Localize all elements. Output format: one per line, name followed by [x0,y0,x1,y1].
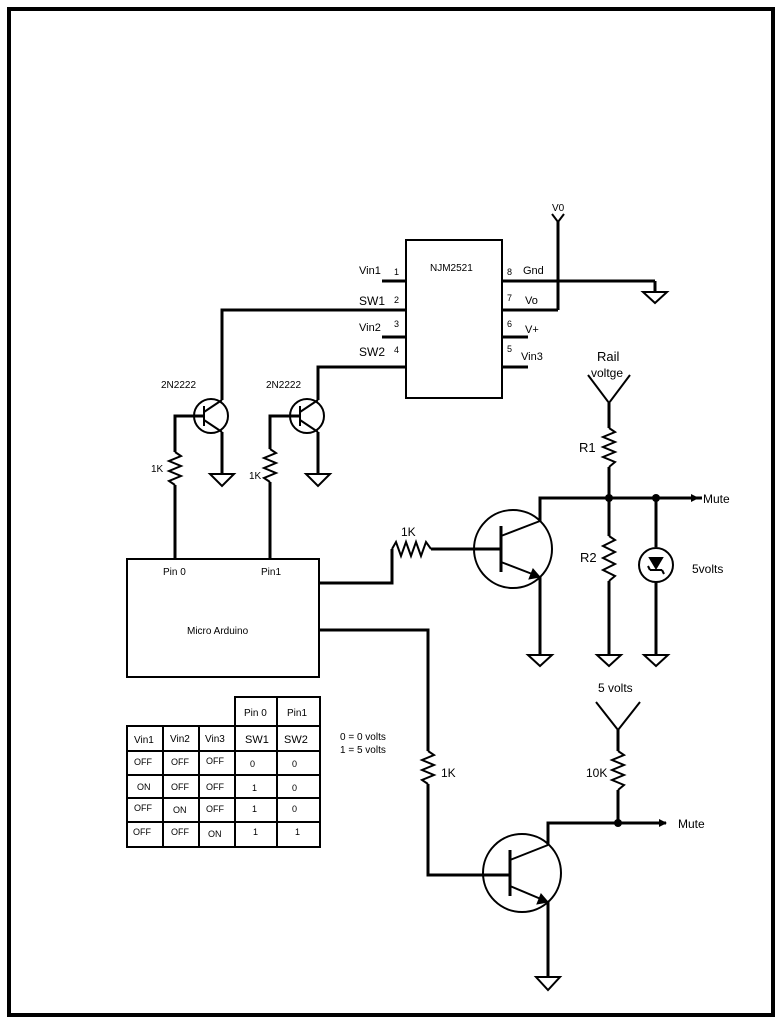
table-cell: 1 [253,827,258,837]
mute-transistor-bottom-icon [482,833,562,913]
table-legend: 0 = 0 volts [340,732,386,743]
ic-pin-8-label: Gnd [523,265,544,277]
ic-pin-3-label: Vin2 [359,322,381,334]
arduino-pin1-label: Pin1 [261,567,281,578]
ic-name: NJM2521 [430,263,473,274]
r2-resistor-icon [600,535,618,582]
r-low-base-icon [419,750,437,785]
ic-njm2521-body [405,239,503,399]
truth-table-grid [126,696,321,848]
mute-top-label: Mute [703,492,730,506]
rail-label-line1: Rail [597,349,620,364]
table-cell: OFF [171,757,189,767]
ic-pin-3-num: 3 [394,319,399,329]
ic-pin-6-num: 6 [507,319,512,329]
q1-base-wire [173,414,204,452]
table-group-header: Pin 0 [244,708,267,719]
table-cell: OFF [134,803,152,813]
table-legend: 1 = 5 volts [340,745,386,756]
table-cell: 0 [292,759,297,769]
r-q1-base-icon [166,451,184,486]
table-header: Vin3 [205,734,225,745]
mute-bottom-label: Mute [678,817,705,831]
five-volts-source-icon [595,701,641,732]
ic-pin-7-num: 7 [507,293,512,303]
ground-icon [303,473,333,488]
table-cell: 1 [252,804,257,814]
ic-pin-1-num: 1 [394,267,399,277]
ground-icon [525,654,555,668]
arduino-name: Micro Arduino [187,626,249,637]
r-mid-base-icon [391,539,432,559]
v0-arrow-icon [551,213,565,224]
junction-dot [614,819,622,827]
table-header: SW1 [245,734,269,746]
rail-label-line2: voltge [591,366,623,380]
r-mid-base-label: 1K [401,525,416,539]
table-cell: 0 [250,759,255,769]
table-cell: ON [173,805,187,815]
ground-icon [207,473,237,488]
table-cell: OFF [133,827,151,837]
r2-label: R2 [580,550,597,565]
v0-label: V0 [552,203,565,214]
ground-icon [594,654,624,668]
ground-icon [641,654,671,668]
table-cell: ON [137,782,151,792]
r1-label: R1 [579,440,596,455]
table-cell: 0 [292,804,297,814]
table-header: SW2 [284,734,308,746]
ground-icon [640,291,670,305]
arduino-box [126,558,320,678]
ic-pin-5-label: Vin3 [521,351,543,363]
ic-pin-7-label: Vo [525,295,538,307]
arduino-mute-wire [319,549,394,585]
table-cell: OFF [206,756,224,766]
r-10k-label: 10K [586,766,607,780]
mute-transistor-top-icon [473,509,553,589]
table-header: Vin1 [134,735,154,746]
q1-type-label: 2N2222 [161,380,196,391]
ic-pin-8-num: 8 [507,267,512,277]
table-group-header: Pin1 [287,708,307,719]
table-cell: 1 [252,783,257,793]
zener-label: 5volts [692,562,723,576]
ic-pin-6-label: V+ [525,324,539,336]
ground-icon [533,976,563,992]
ic-pin-1-label: Vin1 [359,265,381,277]
ic-pin-4-label: SW2 [359,345,385,359]
table-header: Vin2 [170,734,190,745]
page-frame [7,7,775,1017]
table-cell: OFF [171,782,189,792]
q2-base-wire [268,414,300,449]
table-cell: OFF [206,804,224,814]
r1-resistor-icon [600,427,618,468]
r-q2-base-label: 1K [249,471,262,482]
ic-pin-2-num: 2 [394,295,399,305]
sw1-wire [220,308,406,400]
junction-dot [605,494,613,502]
ic-pin-4-num: 4 [394,345,399,355]
r-q1-base-label: 1K [151,464,164,475]
ic-pin-2-label: SW1 [359,294,385,308]
r-10k-resistor-icon [609,750,627,791]
sw2-wire [316,365,406,400]
junction-dot [652,494,660,502]
table-cell: OFF [134,757,152,767]
r-q2-base-icon [261,448,279,483]
arduino-lower-wire [319,628,430,751]
r-low-base-label: 1K [441,766,456,780]
table-cell: 0 [292,783,297,793]
table-cell: 1 [295,827,300,837]
table-cell: OFF [171,827,189,837]
arduino-pin0-label: Pin 0 [163,567,186,578]
table-cell: ON [208,829,222,839]
five-volts-label: 5 volts [598,681,633,695]
ic-pin-5-num: 5 [507,344,512,354]
table-cell: OFF [206,782,224,792]
q2-type-label: 2N2222 [266,380,301,391]
